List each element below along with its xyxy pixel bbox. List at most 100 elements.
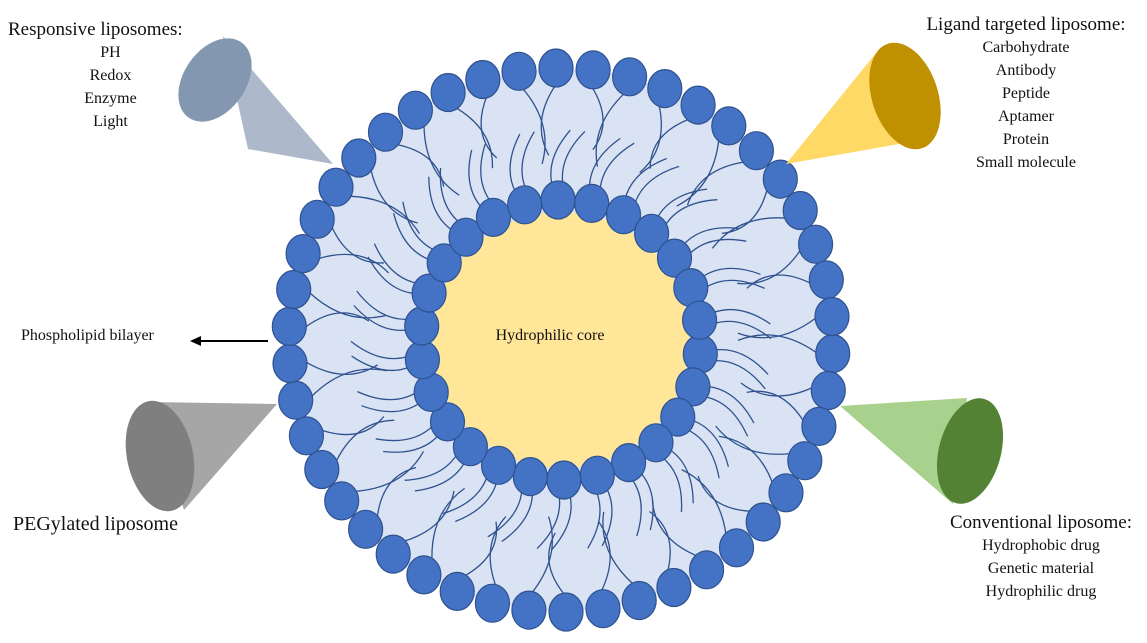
lipid-tail — [383, 433, 440, 453]
conventional-item: Hydrophilic drug — [985, 583, 1097, 600]
lipid-tail — [714, 348, 769, 375]
lipid-tail — [367, 256, 415, 295]
lipid-tail — [361, 402, 421, 413]
lipid-tail — [712, 309, 771, 325]
lipid-tail — [468, 149, 483, 209]
lipid-tail — [705, 279, 765, 289]
ligand-item: Protein — [1002, 131, 1050, 148]
lipid-tail — [649, 118, 691, 169]
lipid-tail — [713, 360, 766, 390]
lipid-tail — [392, 213, 430, 261]
lipid-tail — [402, 490, 455, 543]
lipid-head — [507, 185, 543, 225]
lipid-tail — [601, 486, 613, 547]
lipid-tail — [318, 253, 390, 274]
lipid-tail — [737, 249, 802, 285]
lipid-head — [452, 427, 488, 467]
lipid-tail — [530, 516, 554, 595]
lipid-head — [768, 473, 804, 513]
lipid-head — [304, 449, 340, 490]
lipid-tail — [454, 106, 494, 169]
lipid-tail — [713, 320, 772, 340]
inner-lipid-heads — [404, 180, 718, 500]
lipid-head — [501, 51, 537, 91]
lipid-head — [341, 138, 377, 178]
lipid-head — [605, 195, 642, 235]
lipid-head — [397, 90, 433, 130]
lipid-tail — [740, 382, 813, 397]
lipid-head — [411, 273, 447, 313]
responsive-item: Redox — [89, 67, 132, 84]
lipid-head — [660, 397, 696, 437]
lipid-tail — [423, 123, 460, 196]
lipid-tail — [599, 142, 635, 192]
lipid-head — [272, 343, 308, 384]
lipid-tail — [701, 267, 761, 278]
lipid-head — [797, 224, 834, 264]
lipid-tail — [686, 428, 720, 479]
lipid-tail — [704, 395, 749, 437]
lipid-head — [278, 380, 314, 420]
lipid-tail — [661, 456, 683, 513]
responsive-item: PH — [100, 44, 121, 61]
lipid-head — [285, 234, 321, 274]
lipid-tail — [737, 317, 817, 339]
lipid-tail — [509, 133, 521, 194]
lipid-tail — [305, 361, 379, 375]
lipid-tail — [655, 188, 708, 220]
lipid-head — [448, 217, 484, 257]
lipid-tail — [602, 511, 636, 586]
lipid-head — [465, 59, 501, 100]
lipid-tail — [354, 451, 425, 493]
lipid-tail — [351, 355, 410, 371]
ligand-item: Aptamer — [998, 108, 1054, 125]
lipid-head — [656, 238, 693, 278]
lipid-tail — [414, 460, 467, 492]
lipid-tail — [639, 471, 654, 531]
responsive-cone-base — [178, 38, 252, 122]
lipid-head — [429, 402, 466, 442]
lipid-head — [430, 72, 466, 113]
lipid-tails — [304, 83, 818, 597]
ligand-item: Small molecule — [976, 154, 1076, 171]
ligand-item: Antibody — [995, 62, 1057, 79]
lipid-head — [621, 580, 657, 621]
bilayer-arrow — [190, 336, 268, 346]
lipid-head — [682, 334, 718, 374]
lipid-head — [288, 416, 324, 456]
lipid-head — [681, 300, 718, 340]
lipid-tail — [439, 167, 461, 224]
lipid-tail — [540, 83, 557, 156]
lipid-tail — [373, 243, 418, 285]
lipid-head — [276, 269, 312, 310]
lipid-tail — [682, 227, 739, 247]
lipid-tail — [310, 368, 387, 398]
lipid-tail — [551, 493, 572, 551]
lipid-head — [585, 589, 621, 629]
lipid-head — [375, 534, 411, 574]
lipid-tail — [669, 448, 694, 504]
lipid-tail — [428, 176, 453, 232]
lipid-head — [404, 340, 440, 380]
lipid-head — [548, 592, 584, 632]
lipid-head — [647, 68, 683, 109]
lipid-head — [538, 48, 574, 88]
lipid-tail — [686, 161, 745, 206]
lipid-head — [511, 590, 547, 630]
conventional-cone — [840, 398, 1004, 504]
lipid-head — [675, 367, 711, 407]
conventional-item: Genetic material — [987, 560, 1095, 577]
lipid-tail — [633, 165, 680, 205]
lipid-tail — [321, 416, 385, 436]
lipid-head — [633, 213, 670, 253]
lipid-head — [439, 571, 475, 612]
lipid-tail — [489, 516, 507, 588]
lipid-tail — [715, 425, 791, 455]
lipid-tail — [308, 292, 386, 319]
lipid-tail — [404, 453, 458, 481]
lipid-head — [787, 441, 823, 481]
lipid-tail — [521, 86, 546, 165]
lipid-tail — [431, 487, 465, 562]
responsive-liposomes-label: Responsive liposomes: PH Redox Enzyme Li… — [8, 18, 213, 133]
conventional-title: Conventional liposome: — [949, 512, 1133, 533]
